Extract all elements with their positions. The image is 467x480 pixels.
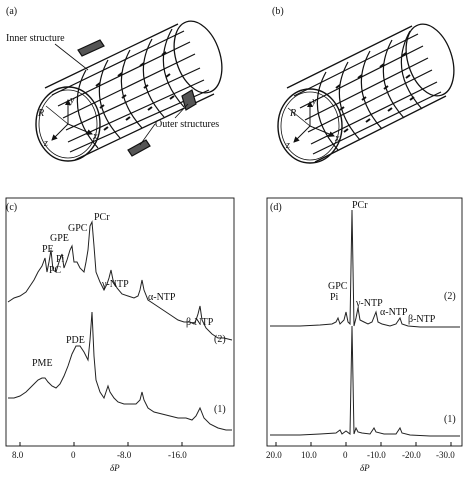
tick-d-3: -10.0 <box>367 450 386 460</box>
spectrum-d-2 <box>270 209 460 328</box>
panel-d-frame <box>266 197 463 447</box>
inner-leader-line <box>54 43 89 71</box>
trace-d-1-label: (1) <box>444 414 456 425</box>
axis-z-a: z <box>43 138 48 149</box>
peak-pme: PME <box>32 358 53 369</box>
peak-d-gamma-ntp: γ-NTP <box>355 298 383 309</box>
xlabel-c: δP <box>110 463 120 473</box>
peak-pi: Pi <box>56 254 65 265</box>
coil-b-cylinder <box>277 23 455 164</box>
tick-c-1: 0 <box>71 450 76 460</box>
tick-d-0: 20.0 <box>266 450 282 460</box>
outer-leader-line-1 <box>139 123 156 146</box>
panel-c-label: (c) <box>6 202 17 213</box>
peak-labels-d: PCr GPC Pi γ-NTP α-NTP β-NTP (2) (1) <box>328 200 456 425</box>
tick-d-2: 0 <box>343 450 348 460</box>
peak-pde: PDE <box>66 335 85 346</box>
tick-d-4: -20.0 <box>402 450 421 460</box>
axes-b <box>287 101 335 143</box>
peak-d-pi: Pi <box>330 292 339 303</box>
peak-pcr: PCr <box>94 212 110 223</box>
axis-x-a: x <box>92 131 98 142</box>
peak-d-beta-ntp: β-NTP <box>408 314 436 325</box>
tick-c-3: -16.0 <box>168 450 187 460</box>
axes-a <box>45 99 93 141</box>
panel-b: (b) y x z R <box>272 6 455 164</box>
peak-pe: PE <box>42 244 54 255</box>
peak-d-gpc: GPC <box>328 281 348 292</box>
peak-d-alpha-ntp: α-NTP <box>380 307 408 318</box>
tick-d-5: -30.0 <box>436 450 455 460</box>
tick-c-0: 8.0 <box>12 450 24 460</box>
xlabel-d: δP <box>360 463 370 473</box>
peak-beta-ntp: β-NTP <box>186 317 214 328</box>
spectrum-d-1 <box>270 325 460 437</box>
axis-y-b: y <box>311 96 317 107</box>
panel-d-label: (d) <box>270 202 282 213</box>
axis-d: 20.0 10.0 0 -10.0 -20.0 -30.0 δP <box>266 442 455 473</box>
outer-structures-label: Outer structures <box>155 119 219 130</box>
inner-structure-label: Inner structure <box>6 33 65 44</box>
axis-x-b: x <box>334 133 340 144</box>
radius-b: R <box>289 108 296 119</box>
panel-c-frame <box>5 197 235 447</box>
trace-c-1-label: (1) <box>214 404 226 415</box>
trace-c-2-label: (2) <box>214 334 226 345</box>
tick-d-1: 10.0 <box>301 450 317 460</box>
peak-d-pcr: PCr <box>352 200 368 211</box>
peak-labels-c: PE GPE Pi PC GPC PCr γ-NTP α-NTP β-NTP (… <box>32 212 226 415</box>
tick-c-2: -8.0 <box>117 450 132 460</box>
spectrum-c-2 <box>7 220 233 341</box>
radius-a: R <box>37 108 44 119</box>
panel-a: (a) y x z R Inner st <box>6 6 223 162</box>
spectrum-c-1 <box>8 311 232 431</box>
axis-c: 8.0 0 -8.0 -16.0 δP <box>12 442 187 473</box>
panel-d: (d) PCr GPC Pi γ-NTP α-NTP β-NTP (2) (1)… <box>266 197 463 473</box>
coil-a-cylinder <box>35 20 223 162</box>
peak-gamma-ntp: γ-NTP <box>101 279 129 290</box>
axis-y-a: y <box>69 95 75 106</box>
outer-leader-line-2 <box>174 103 189 119</box>
trace-d-2-label: (2) <box>444 291 456 302</box>
peak-gpe: GPE <box>50 233 69 244</box>
peak-alpha-ntp: α-NTP <box>148 292 176 303</box>
peak-pc: PC <box>49 265 62 276</box>
panel-a-label: (a) <box>6 6 17 17</box>
panel-c: (c) PE GPE Pi PC GPC PCr γ-NTP α-NTP β-N… <box>5 197 235 473</box>
panel-b-label: (b) <box>272 6 284 17</box>
peak-gpc: GPC <box>68 223 88 234</box>
axis-z-b: z <box>285 140 290 151</box>
